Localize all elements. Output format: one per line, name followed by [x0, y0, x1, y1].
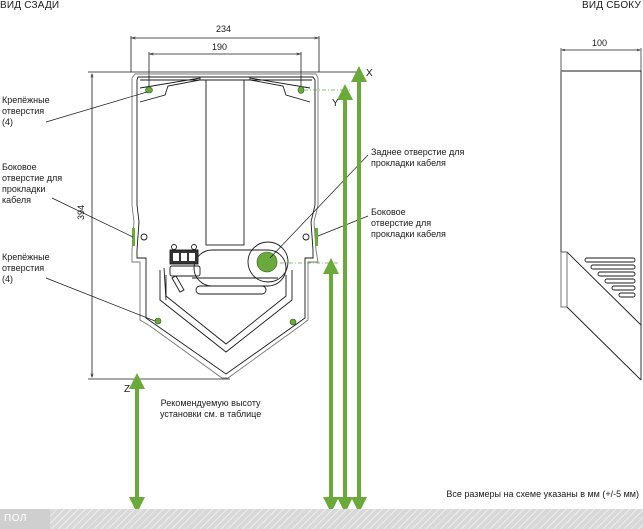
callout-leaders	[45, 91, 369, 322]
floor-label: ПОЛ	[4, 513, 27, 524]
dimension-190	[148, 52, 302, 90]
callout-side-cable-hole-left: Боковое отверстие для прокладки кабеля	[2, 162, 63, 205]
rear-view-title: ВИД СЗАДИ	[0, 0, 60, 11]
marker-x: X	[366, 68, 373, 79]
rear-cable-hole	[256, 251, 278, 273]
callout-mount-holes-top: Крепёжные отверстия (4)	[2, 95, 50, 127]
dimension-394	[88, 71, 360, 380]
side-view-body	[560, 48, 642, 381]
dimension-100-label: 100	[592, 38, 608, 48]
dimension-234	[130, 36, 320, 72]
mount-hole-top-right	[297, 86, 305, 94]
marker-y: Y	[332, 98, 339, 109]
dimension-190-label: 190	[212, 42, 228, 52]
floor-band: ПОЛ	[0, 509, 643, 529]
rear-view-body	[131, 73, 319, 379]
callout-side-cable-hole-right: Боковое отверстие для прокладки кабеля	[371, 207, 446, 239]
mount-hole-bottom-left	[154, 317, 162, 325]
units-footnote: Все размеры на схеме указаны в мм (+/-5 …	[446, 489, 639, 499]
dimension-394-label: 394	[76, 204, 86, 220]
mount-hole-bottom-right	[289, 318, 297, 326]
side-cable-hole-left	[132, 228, 135, 246]
mount-hole-top-left	[145, 86, 153, 94]
side-cable-hole-right	[315, 228, 318, 246]
height-arrows	[129, 66, 367, 513]
marker-z: Z	[124, 384, 131, 395]
callout-rear-cable-hole: Заднее отверстие для прокладки кабеля	[371, 147, 465, 168]
callout-mount-holes-bottom: Крепёжные отверстия (4)	[2, 252, 50, 284]
mounting-holes	[145, 86, 305, 326]
dimension-234-label: 234	[216, 24, 232, 34]
callout-recommended-height: Рекомендуемую высоту установки см. в таб…	[160, 398, 262, 419]
side-view-title: ВИД СБОКУ	[582, 0, 641, 11]
